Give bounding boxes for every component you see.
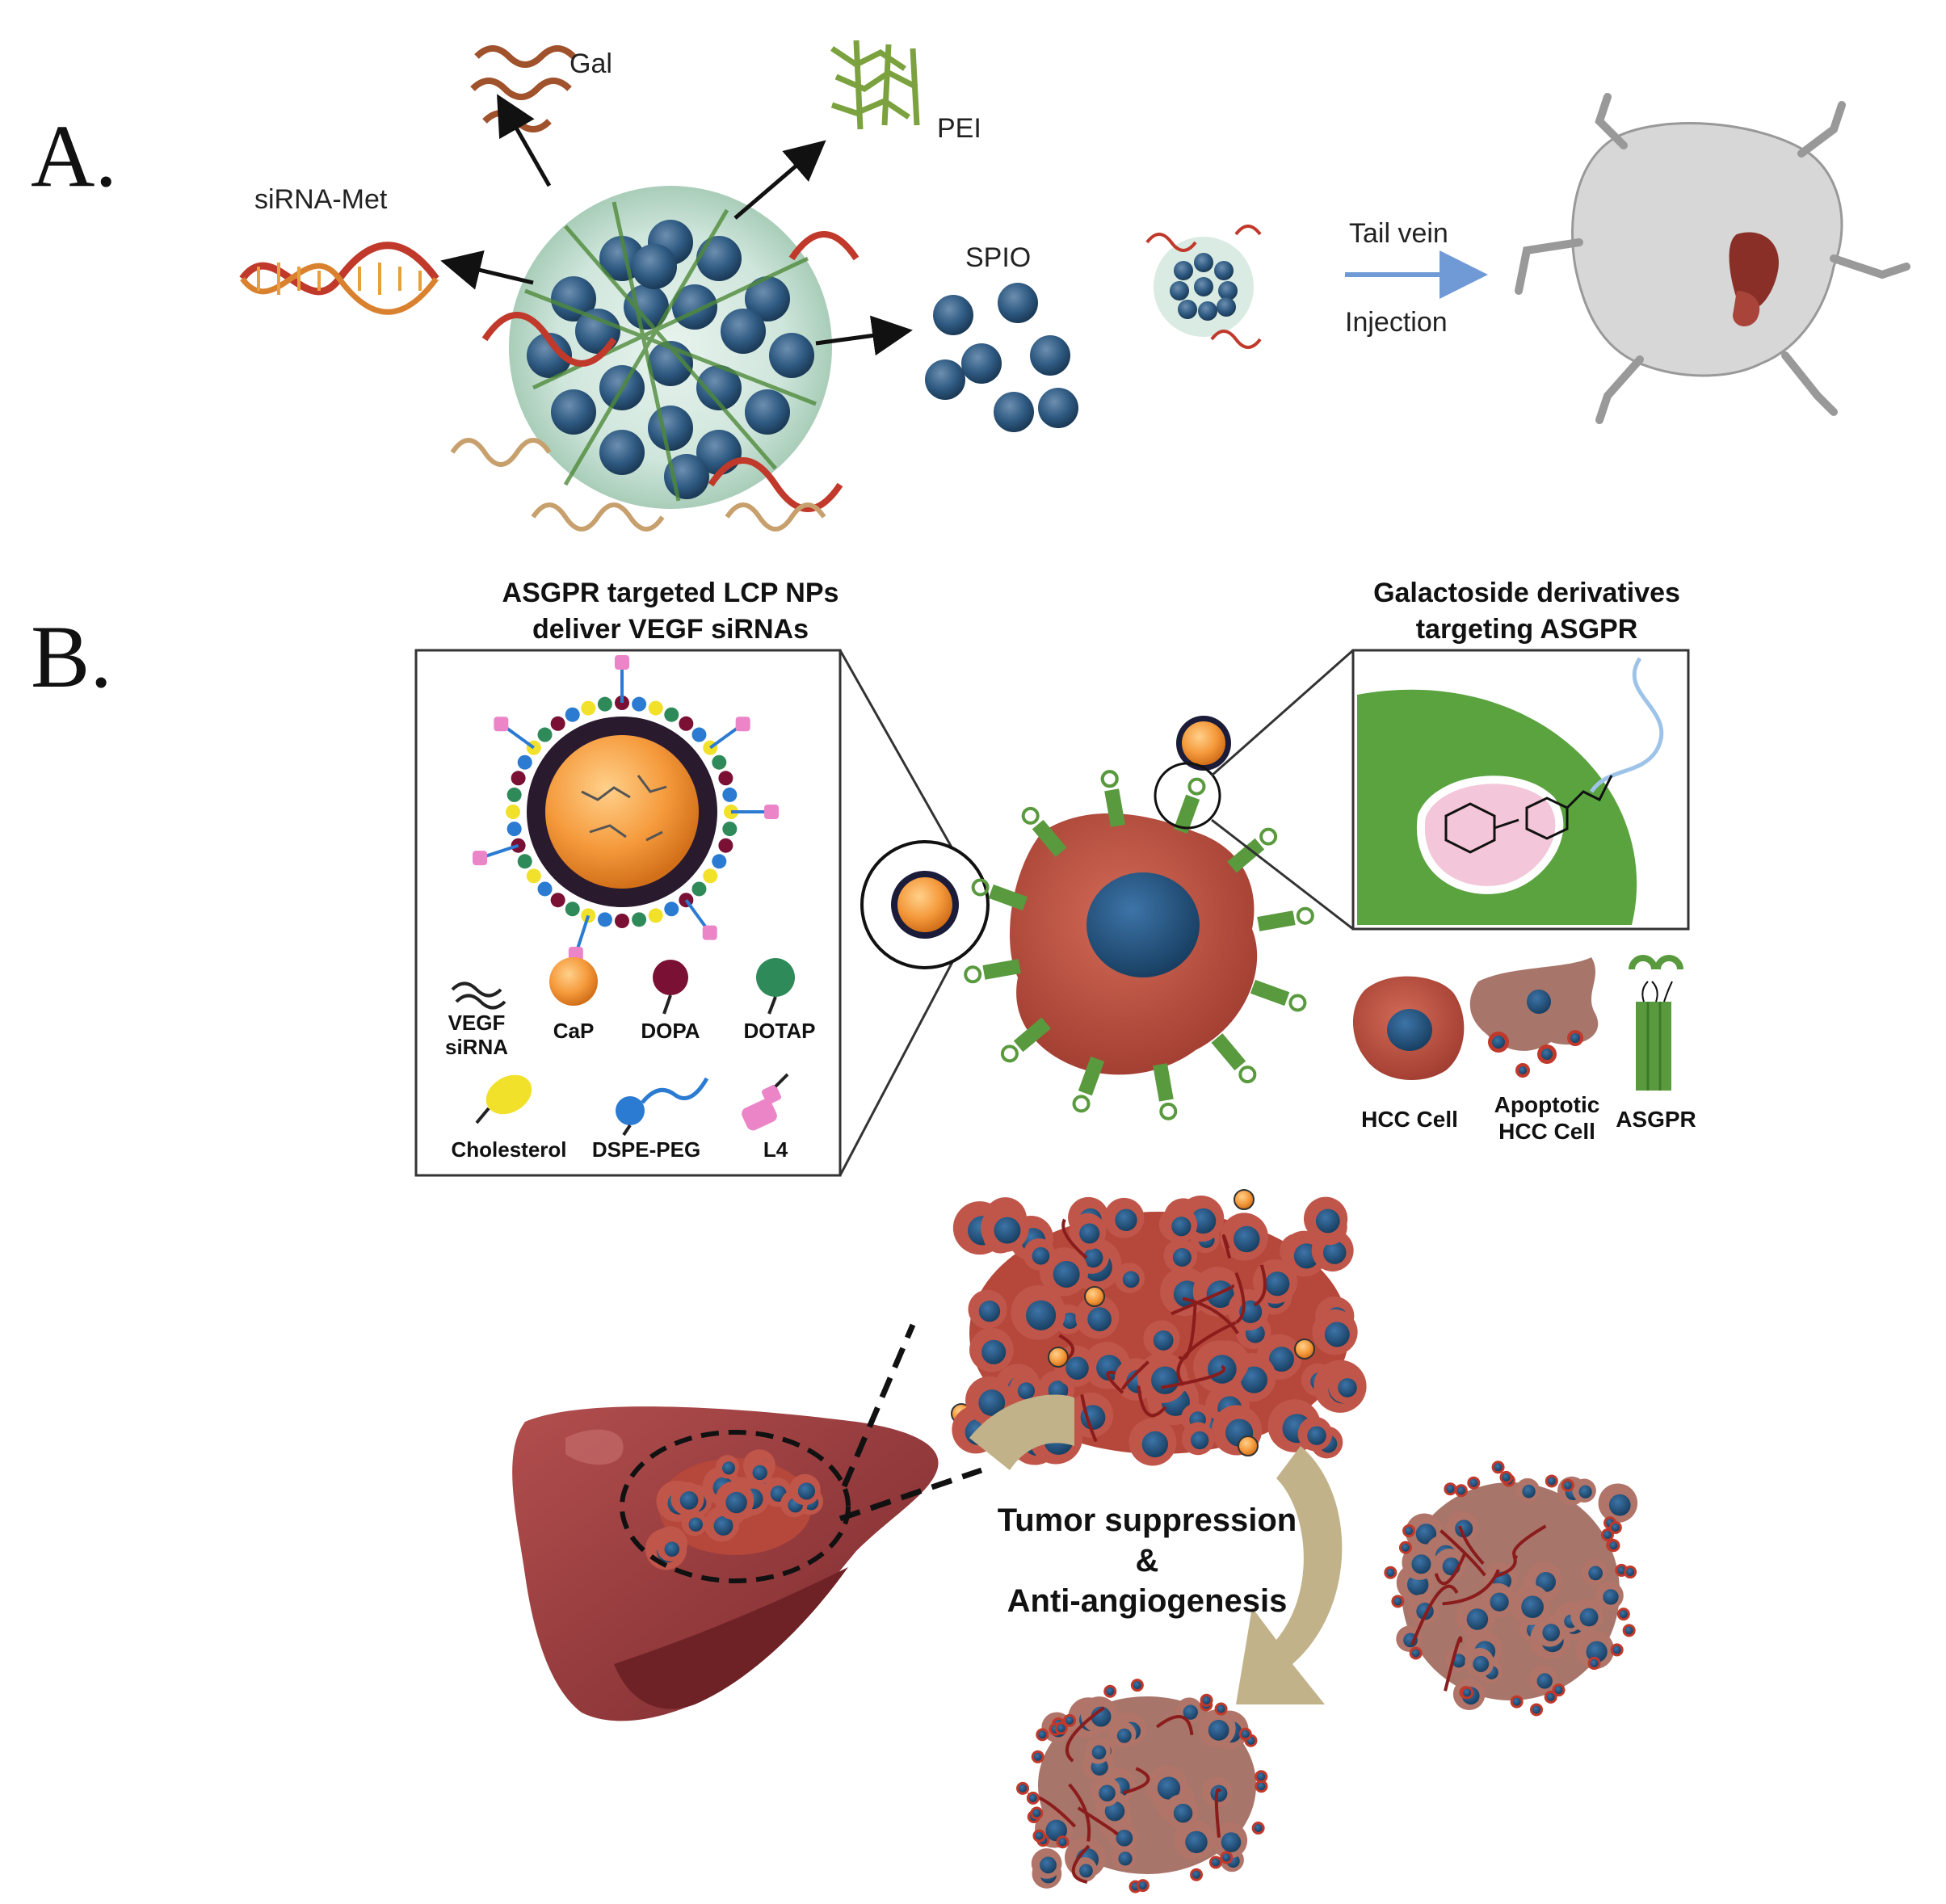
pei-label: PEI (937, 113, 981, 144)
arrow-to-pei (733, 140, 826, 220)
tail-vein-label: Tail vein (1349, 218, 1448, 249)
gal-strand-icon (470, 45, 576, 132)
zoom-dash-right (839, 1467, 983, 1522)
zoom-line-right-bottom (1211, 818, 1354, 931)
spio-label: SPIO (965, 242, 1031, 273)
legend-dopa-icon (653, 960, 688, 1015)
asgpr-receptor-icon (1629, 955, 1683, 1091)
tan-arrow-down (1236, 1446, 1343, 1704)
apoptotic-cell-icon (1469, 957, 1599, 1078)
galactoside-title-line2: targeting ASGPR (1416, 614, 1638, 645)
legend-dotap-label: DOTAP (743, 1019, 815, 1043)
galactoside-structure-icon (1444, 775, 1613, 854)
hcc-cell-icon (1353, 976, 1465, 1080)
injection-label: Injection (1345, 307, 1448, 338)
legend-vegf-line1: VEGF (448, 1011, 506, 1035)
sirna-met-label: siRNA-Met (254, 184, 388, 215)
small-nanoparticle-icon (1145, 225, 1262, 349)
lcp-title-line1: ASGPR targeted LCP NPs (502, 578, 839, 608)
arrow-to-spio (815, 315, 913, 356)
effect-line1: Tumor suppression (998, 1503, 1297, 1538)
sirna-helix-icon (239, 242, 439, 315)
mouse-illustration (1515, 93, 1910, 424)
lcp-nanoparticle-icon (473, 655, 779, 961)
panel-b-label: B. (31, 607, 112, 706)
liver-illustration (512, 1406, 939, 1721)
effect-line3: Anti-angiogenesis (1007, 1583, 1288, 1619)
legend-l4-icon (742, 1073, 789, 1131)
apoptotic-label-line1: Apoptotic (1494, 1092, 1600, 1117)
shrinking-tumor-right (1384, 1461, 1638, 1717)
legend-cholesterol-label: Cholesterol (451, 1137, 566, 1162)
effect-line2: & (1136, 1543, 1159, 1578)
legend-dspe-peg-icon (616, 1077, 709, 1137)
legend-dspe-peg-label: DSPE-PEG (592, 1137, 700, 1162)
zoom-line-left-bottom (839, 944, 963, 1176)
circled-np-icon (891, 871, 959, 939)
legend-cap-icon (549, 957, 598, 1006)
legend-dotap-icon (756, 958, 795, 1015)
legend-dopa-label: DOPA (641, 1019, 700, 1043)
arrow-to-gal (497, 94, 552, 187)
binding-site-circle (1154, 762, 1221, 830)
spio-cluster-icon (925, 283, 1078, 432)
asgpr-label: ASGPR (1616, 1107, 1696, 1132)
arrow-to-sirna (440, 250, 534, 290)
galactoside-highlight (1416, 775, 1564, 894)
peg-tether (1589, 657, 1664, 793)
attached-np-icon (1176, 716, 1231, 771)
pei-mesh-icon (830, 40, 920, 130)
hcc-cell-label: HCC Cell (1361, 1107, 1458, 1132)
panel-a-label: A. (31, 107, 117, 205)
legend-vegf-line2: siRNA (445, 1035, 508, 1059)
lcp-title-line2: deliver VEGF siRNAs (532, 614, 809, 645)
zoom-line-right-top (1211, 649, 1354, 777)
tumor-mass (952, 1196, 1367, 1466)
zoom-dash-up (841, 1323, 916, 1488)
legend-vegf-sirna-icon (451, 981, 506, 1010)
legend-l4-label: L4 (763, 1137, 788, 1162)
zoom-line-left-top (839, 649, 963, 865)
galactoside-title-line1: Galactoside derivatives (1373, 578, 1680, 608)
hcc-cell-with-asgpr (964, 770, 1314, 1120)
legend-cholesterol-icon (475, 1074, 532, 1124)
apoptotic-label-line2: HCC Cell (1498, 1119, 1595, 1144)
gal-label: Gal (570, 48, 612, 79)
spio-nanoparticle (450, 186, 860, 532)
legend-cap-label: CaP (553, 1019, 595, 1043)
tan-arrow-left (969, 1394, 1074, 1470)
shrinking-tumor-bottom (1016, 1679, 1268, 1893)
tumor-dashed-outline (620, 1430, 851, 1583)
